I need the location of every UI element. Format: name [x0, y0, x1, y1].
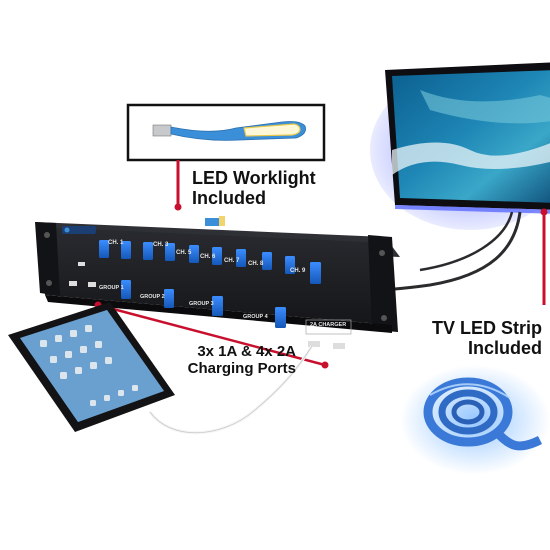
channel-label: CH. 8 [248, 261, 264, 267]
group-switches [121, 280, 286, 328]
tv-led-strip-callout: TV LED Strip Included [420, 318, 542, 358]
group-switch[interactable] [212, 296, 223, 316]
callout-text: Charging Ports [187, 359, 296, 377]
callout-text: TV LED Strip [431, 318, 542, 338]
group-label: GROUP 4 [243, 314, 269, 320]
callout-line [97, 303, 326, 367]
led-worklight-inset [126, 103, 326, 162]
channel-switch[interactable] [236, 249, 246, 267]
callout-text: Included [192, 188, 267, 209]
channel-switch[interactable] [212, 247, 222, 265]
channel-switch[interactable] [310, 262, 321, 284]
charging-ports-callout: 3x 1A & 4x 2A Charging Ports [186, 343, 296, 378]
channel-switch[interactable] [165, 243, 175, 261]
channel-label: CH. 9 [290, 268, 306, 274]
channel-label: CH. 3 [153, 242, 169, 248]
usb-plug-icon [152, 124, 172, 137]
callout-text: 3x 1A & 4x 2A [197, 343, 296, 360]
tablet [8, 302, 175, 432]
channel-switches [99, 240, 321, 284]
channel-switch[interactable] [143, 242, 153, 260]
group-switch[interactable] [164, 289, 174, 308]
led-worklight-callout: LED Worklight Included [192, 168, 316, 208]
callout-text: Included [467, 338, 542, 359]
channel-labels: CH. 1 CH. 3 CH. 5 CH. 6 CH. 7 CH. 8 CH. … [108, 240, 306, 274]
channel-switch[interactable] [99, 240, 109, 258]
group-label: GROUP 2 [140, 294, 165, 300]
group-labels: GROUP 1 GROUP 2 GROUP 3 GROUP 4 2A CHARG… [99, 285, 346, 328]
callout-text: LED Worklight [192, 168, 316, 188]
group-switch[interactable] [275, 307, 286, 328]
led-strip-reel [400, 365, 550, 475]
group-label: GROUP 1 [99, 285, 124, 291]
usb-port [88, 282, 96, 287]
group-label: GROUP 3 [189, 301, 214, 307]
channel-switch[interactable] [262, 252, 272, 270]
channel-switch[interactable] [189, 245, 199, 263]
usb-port [308, 341, 320, 347]
group-switch[interactable] [121, 280, 131, 299]
channel-label: CH. 6 [200, 254, 216, 260]
usb-port [69, 281, 77, 286]
tv-screen [370, 62, 550, 230]
channel-switch[interactable] [285, 256, 295, 274]
charger-label: 2A CHARGER [310, 322, 346, 328]
channel-label: CH. 7 [224, 258, 240, 264]
brand-logo [62, 226, 96, 234]
channel-label: CH. 5 [176, 250, 192, 256]
usb-port [333, 343, 345, 349]
channel-switch[interactable] [121, 241, 131, 259]
usb-port [78, 262, 85, 266]
tv-cable [419, 211, 514, 272]
channel-label: CH. 1 [108, 240, 124, 246]
